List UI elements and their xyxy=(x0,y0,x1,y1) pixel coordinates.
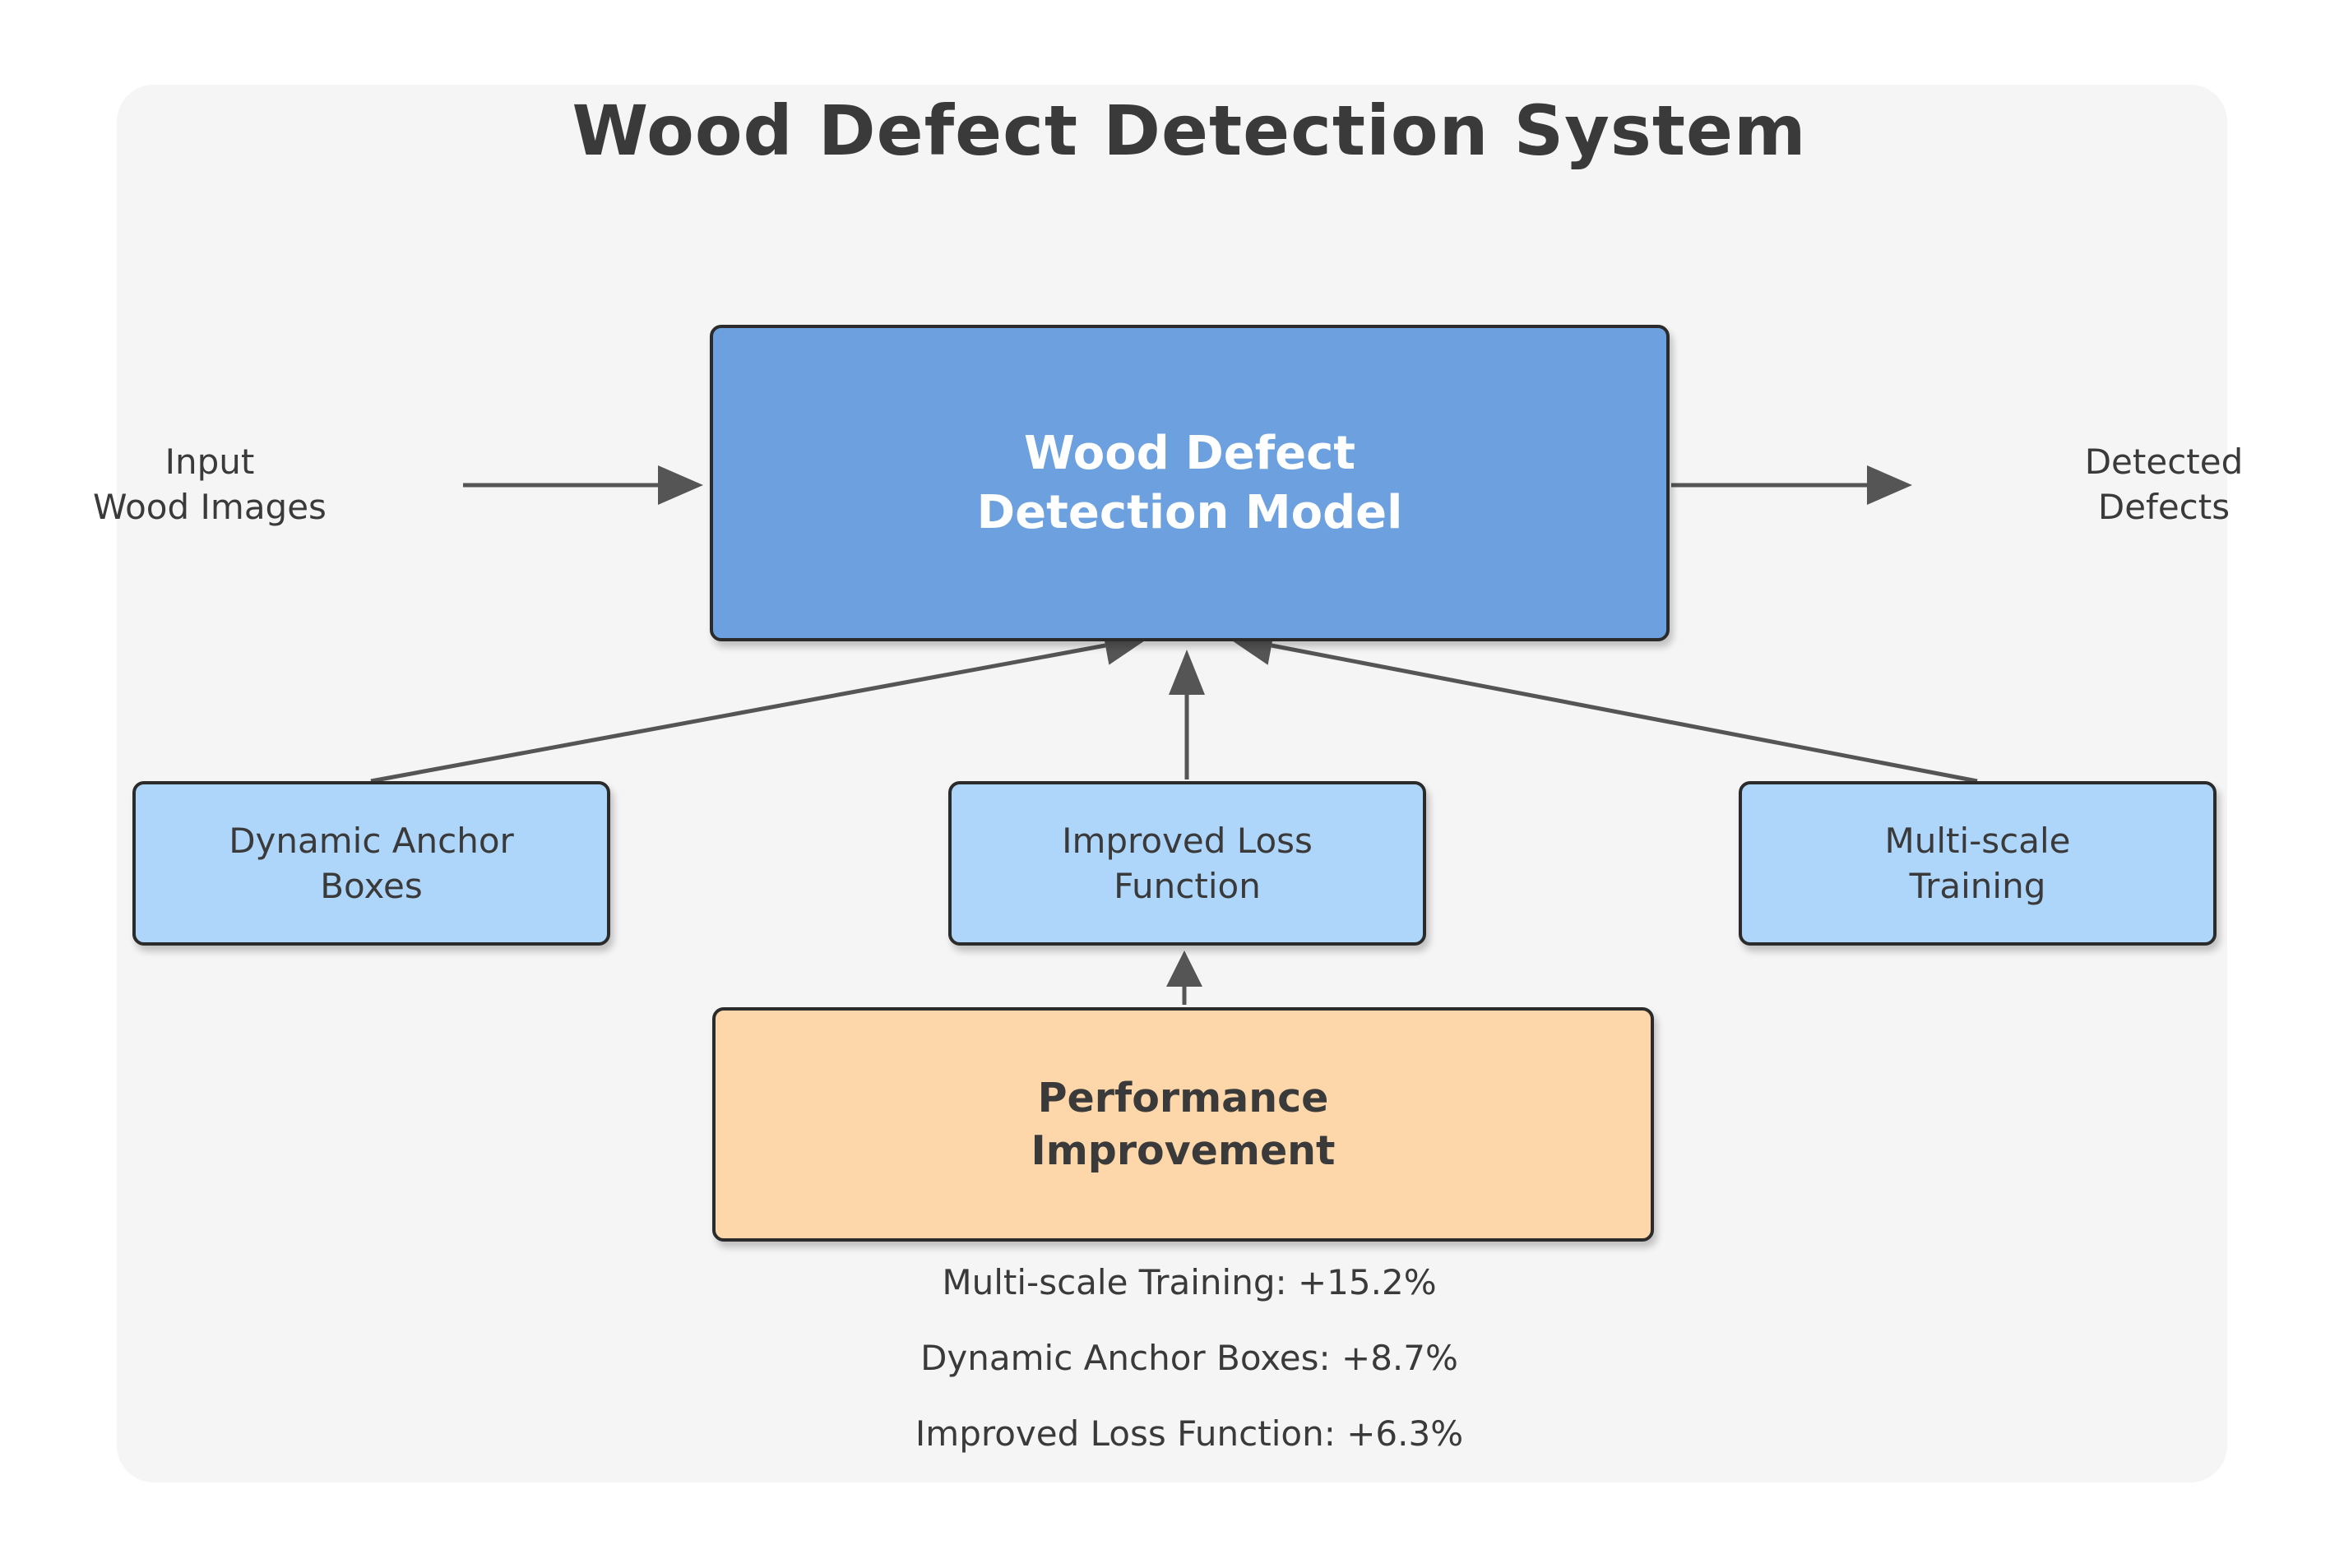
output-label: Detected Defects xyxy=(1958,439,2344,530)
feature-node-line2: Function xyxy=(1114,866,1261,906)
feature-node-dynamic-anchor-boxes: Dynamic Anchor Boxes xyxy=(132,781,610,946)
feature-node-line2: Boxes xyxy=(320,866,423,906)
performance-node-line1: Performance xyxy=(1037,1074,1329,1122)
stat-improved-loss-function: Improved Loss Function: +6.3% xyxy=(915,1413,1464,1454)
input-label-line2: Wood Images xyxy=(93,487,327,527)
feature-node-line1: Dynamic Anchor xyxy=(229,821,514,861)
feature-node-line2: Training xyxy=(1909,866,2046,906)
diagram-title: Wood Defect Detection System xyxy=(572,90,1807,171)
feature-node-line1: Multi-scale xyxy=(1884,821,2071,861)
stat-dynamic-anchor-boxes: Dynamic Anchor Boxes: +8.7% xyxy=(920,1338,1458,1378)
performance-improvement-node: Performance Improvement xyxy=(712,1007,1654,1242)
performance-node-line2: Improvement xyxy=(1031,1126,1336,1174)
input-label: Input Wood Images xyxy=(4,439,415,530)
model-node-line2: Detection Model xyxy=(976,485,1403,539)
input-label-line1: Input xyxy=(164,442,255,482)
output-label-line2: Defects xyxy=(2097,487,2231,527)
output-label-line1: Detected xyxy=(2084,442,2244,482)
feature-node-line1: Improved Loss xyxy=(1062,821,1313,861)
feature-node-multi-scale-training: Multi-scale Training xyxy=(1739,781,2217,946)
stat-multi-scale-training: Multi-scale Training: +15.2% xyxy=(942,1262,1437,1302)
model-node: Wood Defect Detection Model xyxy=(710,325,1670,641)
model-node-line1: Wood Defect xyxy=(1023,426,1356,480)
feature-node-improved-loss-function: Improved Loss Function xyxy=(948,781,1426,946)
